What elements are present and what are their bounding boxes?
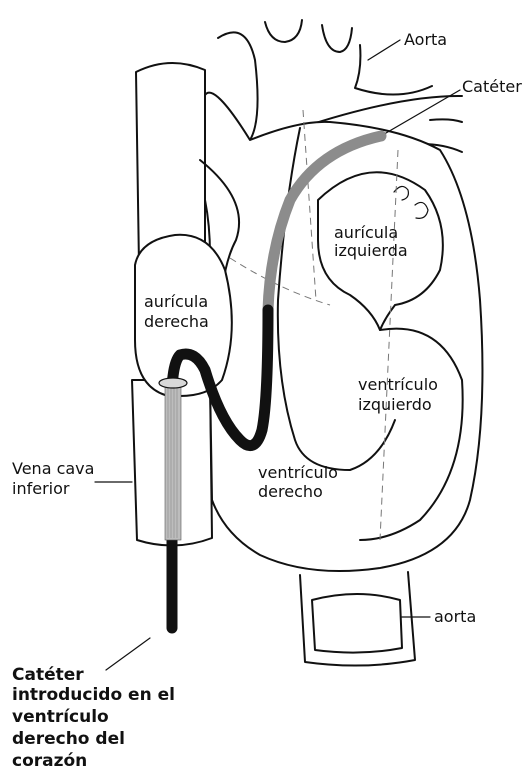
pulmonary-branch-right	[430, 119, 462, 122]
label-auricula-derecha-1: aurícula	[144, 292, 208, 311]
label-ventriculo-izquierdo-2: izquierdo	[358, 395, 432, 414]
aorta-ascending	[355, 45, 432, 95]
aortic-arch-branch-3	[322, 25, 352, 52]
label-vena-cava-1: Vena cava	[12, 459, 94, 478]
catheter-in-vein	[165, 385, 181, 540]
caption-line-1: Catéter	[12, 665, 84, 685]
label-aorta-bottom: aorta	[434, 607, 476, 626]
label-auricula-derecha-2: derecha	[144, 312, 209, 331]
aortic-arch-branch-2	[265, 20, 302, 42]
vein-opening	[159, 378, 187, 388]
label-vena-cava-2: inferior	[12, 479, 70, 498]
label-aorta-top: Aorta	[404, 30, 447, 49]
leader-caption	[106, 638, 150, 670]
label-ventriculo-derecho-1: ventrículo	[258, 463, 338, 482]
caption-line-5: corazón	[12, 751, 87, 771]
label-auricula-izquierda-1: aurícula	[334, 223, 398, 242]
caption-line-2: introducido en el	[12, 685, 175, 705]
label-ventriculo-derecho-2: derecho	[258, 482, 323, 501]
heart-outline	[199, 93, 483, 571]
leader-aorta-top	[368, 40, 400, 60]
caption-line-4-rest: del	[89, 729, 124, 749]
caption-line-4-bold: derecho	[12, 729, 89, 749]
caption-line-3: ventrículo	[12, 707, 109, 727]
caption-line-4: derecho del	[12, 729, 125, 749]
label-auricula-izquierda-2: izquierda	[334, 241, 408, 260]
descending-aorta	[300, 572, 415, 666]
leader-cateter-top	[386, 90, 460, 133]
label-cateter-top: Catéter	[462, 77, 522, 96]
label-ventriculo-izquierdo-1: ventrículo	[358, 375, 438, 394]
